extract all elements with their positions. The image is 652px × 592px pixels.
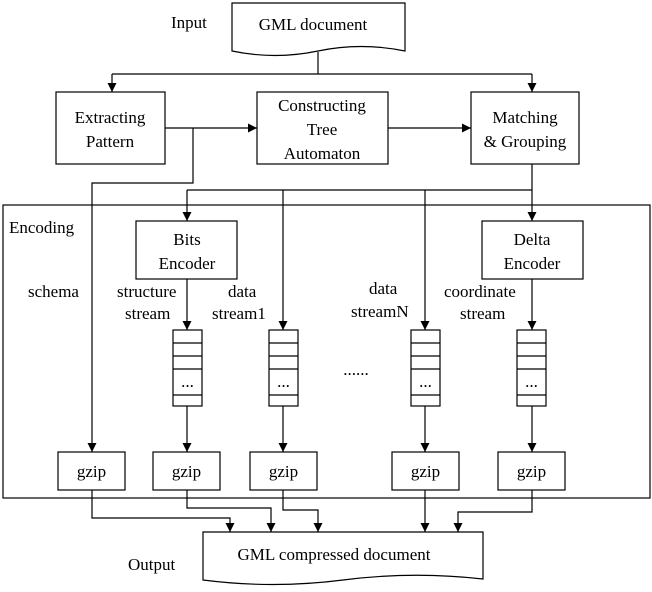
- arrow-gzip-data1-to-output: [282, 490, 323, 532]
- buffer-dots: ...: [181, 372, 194, 391]
- gml-compressed-document-shape: [202, 531, 484, 586]
- gzip-label: gzip: [77, 462, 106, 481]
- buffer-data-stream1: ...: [268, 329, 299, 407]
- buffer-data-streamN: ...: [410, 329, 441, 407]
- coordinate-label-2: stream: [460, 304, 505, 323]
- encoding-label: Encoding: [9, 218, 75, 237]
- extracting-pattern-box: [55, 91, 166, 165]
- matching-grouping-box: [470, 91, 580, 165]
- more-streams-ellipsis: ......: [343, 360, 369, 379]
- bits-label-2: Encoder: [159, 254, 216, 273]
- extracting-label-1: Extracting: [75, 108, 146, 127]
- data1-label-2: stream1: [212, 304, 266, 323]
- delta-label-2: Encoder: [504, 254, 561, 273]
- arrow-gzip-structure-to-output: [186, 490, 276, 532]
- gzip-label: gzip: [269, 462, 298, 481]
- buffer-dots: ...: [419, 372, 432, 391]
- matching-label-1: Matching: [492, 108, 558, 127]
- gzip-label: gzip: [172, 462, 201, 481]
- structure-label-2: stream: [125, 304, 170, 323]
- gzip-box-data1: [249, 451, 318, 491]
- schema-label: schema: [28, 282, 79, 301]
- coordinate-label-1: coordinate: [444, 282, 516, 301]
- buffer-dots: ...: [277, 372, 290, 391]
- gzip-box-coordinate: [497, 451, 566, 491]
- bits-label-1: Bits: [173, 230, 200, 249]
- matching-label-2: & Grouping: [484, 132, 567, 151]
- structure-label-1: structure: [117, 282, 176, 301]
- data1-label-1: data: [228, 282, 257, 301]
- extracting-label-2: Pattern: [86, 132, 135, 151]
- constructing-label-3: Automaton: [284, 144, 361, 163]
- gzip-label: gzip: [517, 462, 546, 481]
- encoding-frame: [2, 204, 651, 499]
- gzip-label: gzip: [411, 462, 440, 481]
- arrow-gzip-schema-to-output: [91, 490, 235, 532]
- input-label: Input: [171, 13, 207, 32]
- dataN-label-2: streamN: [351, 302, 409, 321]
- dataN-label-1: data: [369, 279, 398, 298]
- delta-label-1: Delta: [514, 230, 551, 249]
- buffer-structure-stream: ...: [172, 329, 203, 407]
- buffer-dots: ...: [525, 372, 538, 391]
- output-label: Output: [128, 555, 176, 574]
- buffer-coordinate-stream: ...: [516, 329, 547, 407]
- gml-compressed-document-label: GML compressed document: [238, 545, 431, 564]
- arrow-gzip-coordinate-to-output: [453, 490, 533, 532]
- gzip-box-dataN: [391, 451, 460, 491]
- constructing-label-1: Constructing: [278, 96, 366, 115]
- arrow-schema-to-gzip: [87, 128, 194, 452]
- gml-document-label: GML document: [259, 15, 368, 34]
- gml-document-shape: [231, 2, 406, 57]
- constructing-label-2: Tree: [307, 120, 338, 139]
